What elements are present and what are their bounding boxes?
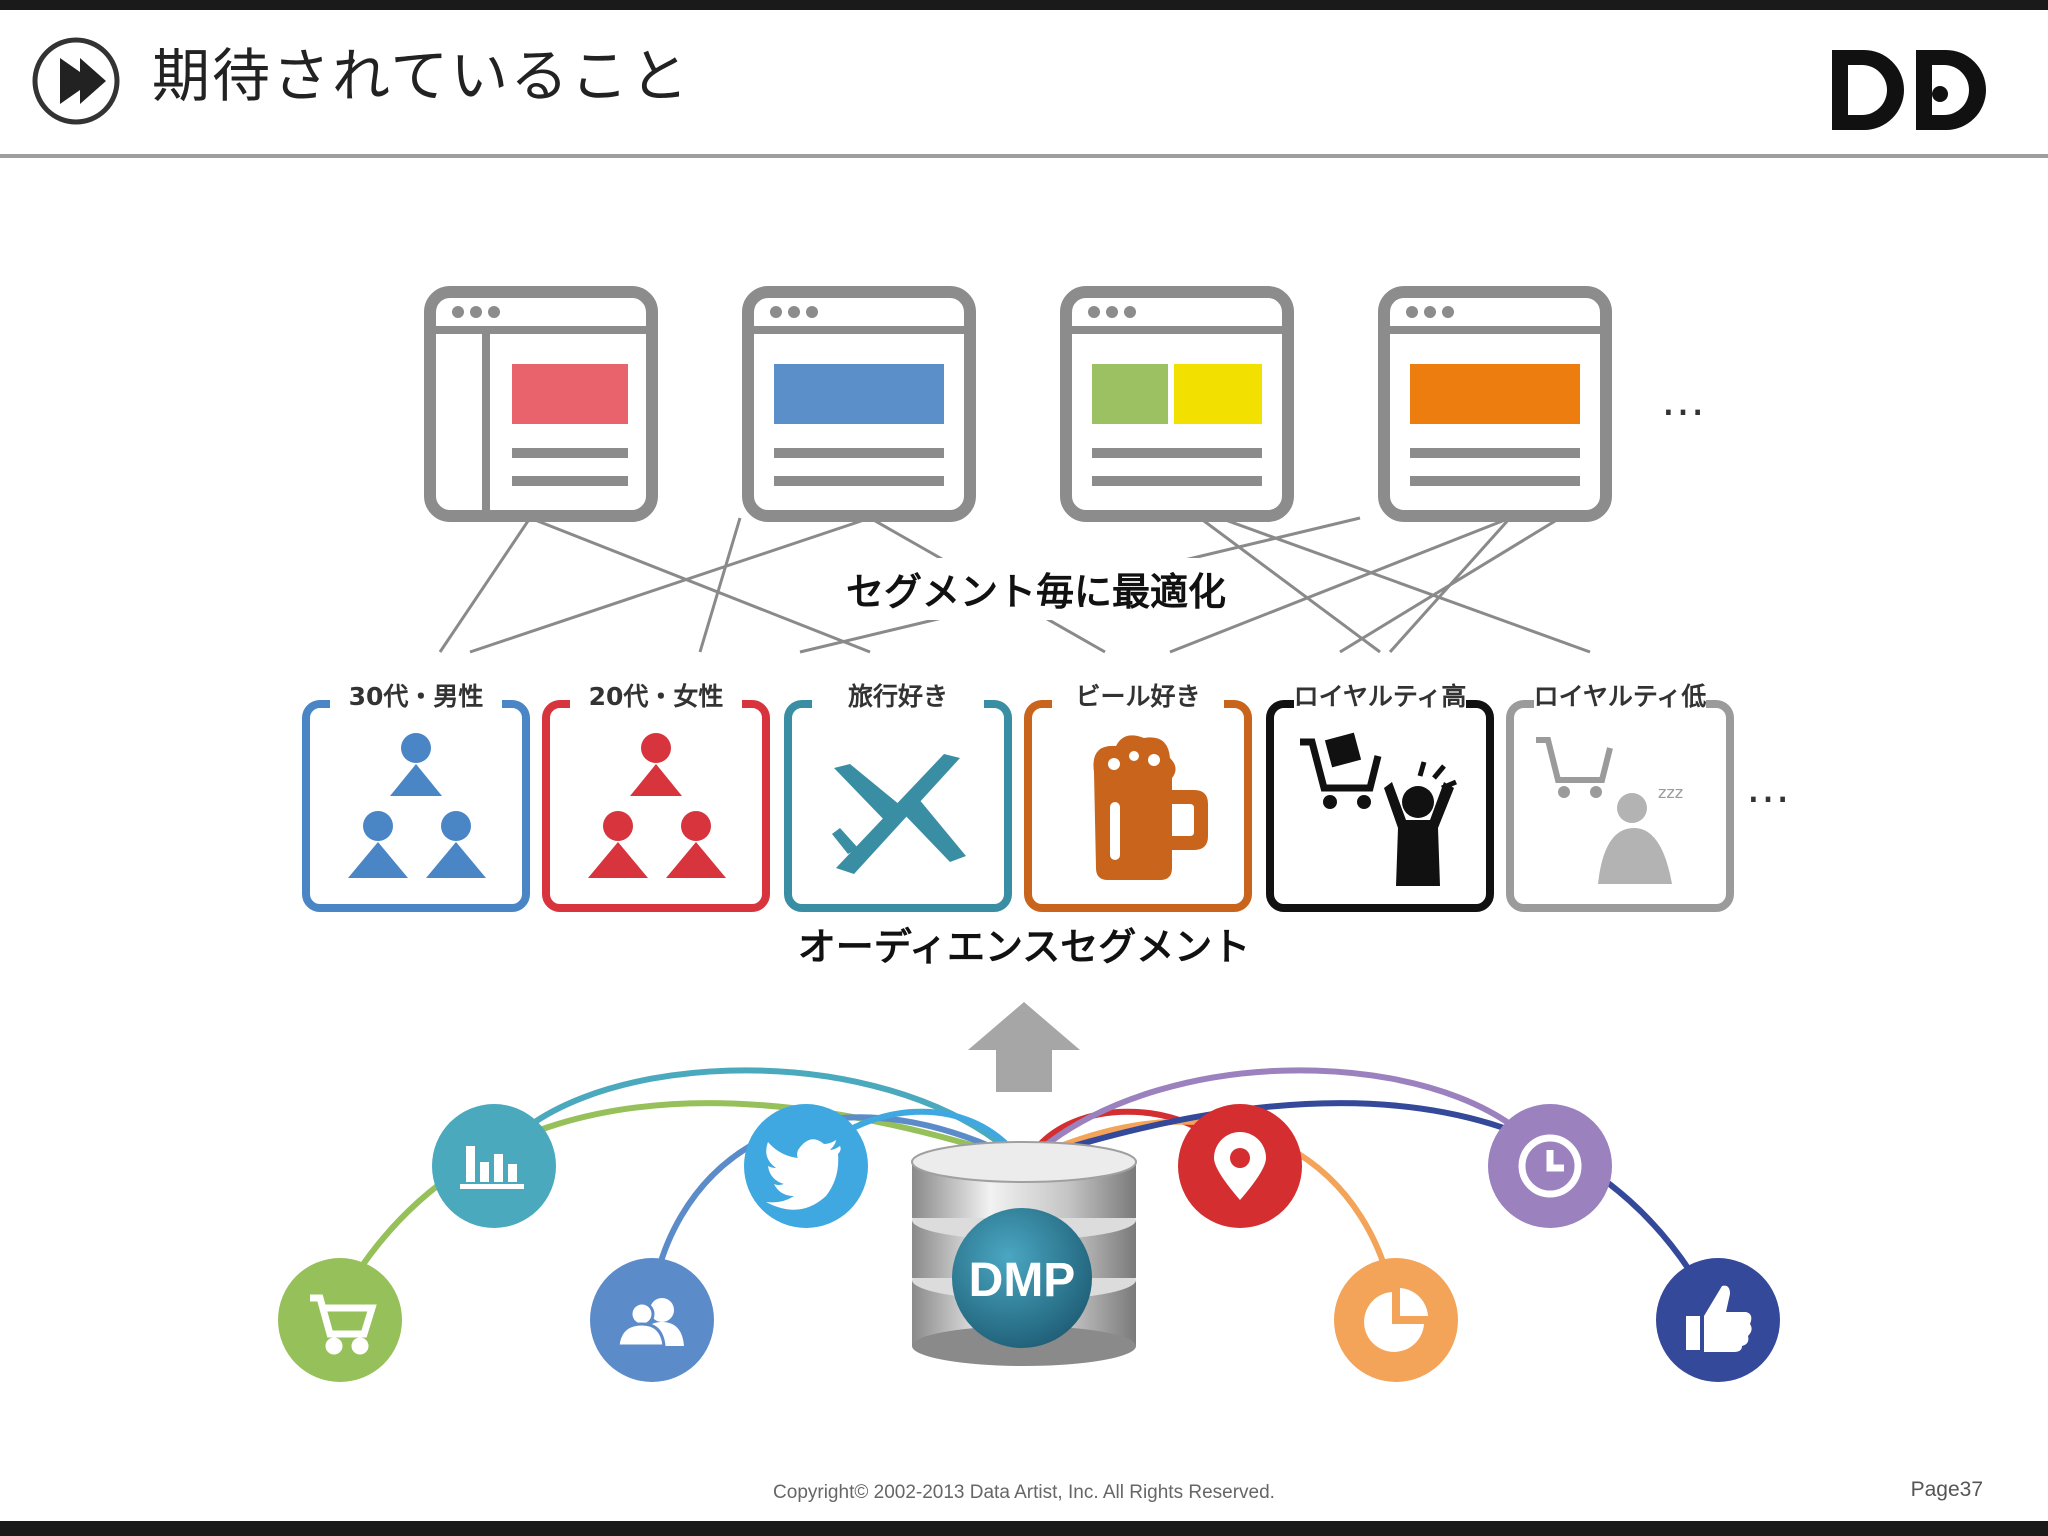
segment-label: 20代・女性 <box>589 682 724 711</box>
segment-beer-lovers: ビール好き <box>1024 682 1252 912</box>
segment-label: ロイヤルティ高 <box>1294 682 1467 711</box>
airplane-icon <box>832 754 966 874</box>
clock-icon <box>1518 1134 1582 1198</box>
source-like <box>1656 1258 1780 1382</box>
twitter-bird-icon <box>766 1139 841 1210</box>
bar-chart-icon <box>460 1146 524 1189</box>
segment-20s-female: 20代・女性 <box>542 682 770 912</box>
dmp-database: DMP <box>911 1141 1137 1366</box>
segment-label: 旅行好き <box>848 682 948 711</box>
source-twitter <box>744 1104 868 1228</box>
play-circle-icon <box>32 37 120 125</box>
webpage-mockup-3 <box>1060 286 1294 522</box>
shopping-cart-icon <box>310 1294 377 1355</box>
source-bar-chart <box>432 1104 556 1228</box>
dp-logo: DP <box>1832 50 1986 130</box>
webpage-mockup-2 <box>742 286 976 522</box>
people-group-icon <box>348 733 486 878</box>
source-location <box>1178 1104 1302 1228</box>
segment-30s-male: 30代・男性 <box>302 682 530 912</box>
up-arrow <box>968 1002 1080 1092</box>
location-pin-icon <box>1214 1132 1266 1200</box>
copyright-text: Copyright© 2002-2013 Data Artist, Inc. A… <box>773 1482 1275 1503</box>
segment-label: 30代・男性 <box>349 682 484 711</box>
people-group-icon <box>588 733 726 878</box>
dmp-diagram: セグメント毎に最適化 <box>278 286 1790 1382</box>
page-title: 期待されていること <box>152 42 691 110</box>
page-number: Page37 <box>1910 1478 1983 1501</box>
segment-low-loyalty: ロイヤルティ低 zzz <box>1506 682 1734 912</box>
webpage-mockup-1 <box>424 286 658 522</box>
slide-header: 期待されていること DP <box>0 10 2048 158</box>
thumbs-up-icon <box>1686 1285 1752 1352</box>
arc-like <box>1027 1100 1721 1322</box>
source-pie <box>1334 1258 1458 1382</box>
pie-chart-icon <box>1364 1288 1428 1352</box>
source-clock <box>1488 1104 1612 1228</box>
segment-travel-lovers: 旅行好き <box>784 682 1012 912</box>
source-users <box>590 1258 714 1382</box>
slide: 期待されていること DP セグメント毎に最適化 <box>0 10 2048 1521</box>
excited-shopper-icon <box>1300 732 1457 886</box>
users-icon <box>616 1298 684 1348</box>
more-segments-ellipsis: … <box>1746 762 1790 813</box>
segment-label: ロイヤルティ低 <box>1534 682 1707 711</box>
optimize-label: セグメント毎に最適化 <box>846 570 1226 614</box>
audience-segment-label: オーディエンスセグメント <box>798 925 1251 969</box>
zzz-text: zzz <box>1658 783 1683 802</box>
source-cart <box>278 1258 402 1382</box>
webpage-mockup-4 <box>1378 286 1612 522</box>
more-pages-ellipsis: … <box>1661 375 1705 426</box>
segment-label: ビール好き <box>1075 682 1200 711</box>
dmp-label: DMP <box>969 1254 1076 1307</box>
sleepy-shopper-icon: zzz <box>1536 737 1683 884</box>
segment-high-loyalty: ロイヤルティ高 <box>1266 682 1494 912</box>
